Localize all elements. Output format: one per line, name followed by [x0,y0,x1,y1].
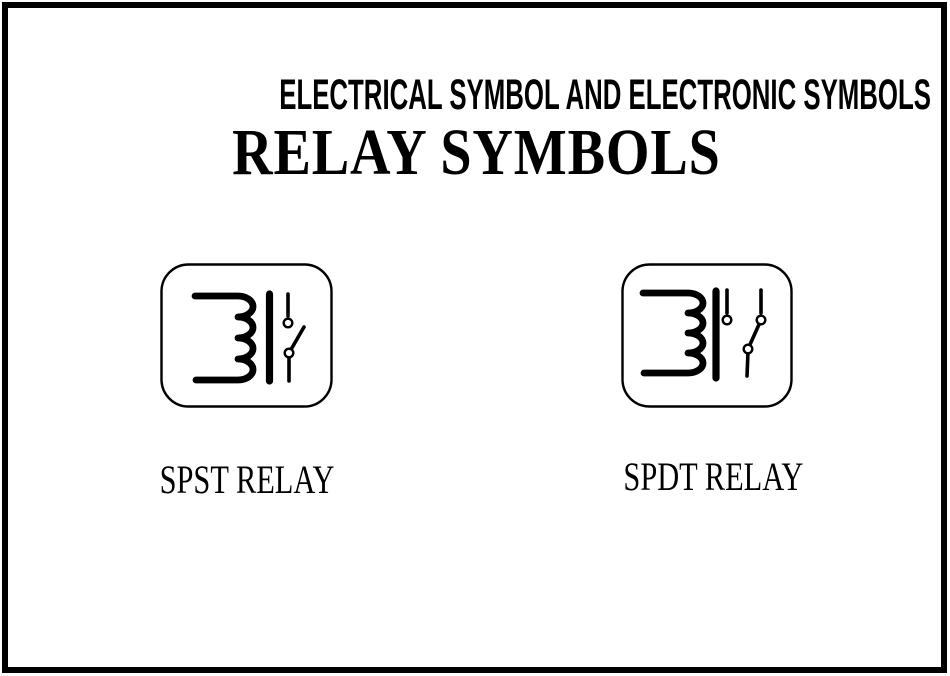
spst-fixed-contact-terminal [282,317,294,329]
page-title-text: RELAY SYMBOLS [232,116,721,189]
spdt-common-terminal [742,343,754,355]
spdt-nc-contact-terminal [721,314,733,326]
spdt-common-lead [745,350,750,378]
spst-common-terminal [283,347,295,359]
page-subtitle-text: ELECTRICAL SYMBOL AND ELECTRONIC SYMBOLS [279,71,931,119]
spdt-rounded-border [621,263,793,408]
spdt-label: SPDT RELAY [583,457,843,497]
spst-label: SPST RELAY [117,460,377,500]
spdt-relay-schematic-icon [621,263,793,408]
spdt-label-text: SPDT RELAY [623,454,803,499]
spst-relay-schematic-icon [160,263,333,408]
spdt-coil [639,289,707,377]
spst-coil [191,292,257,384]
spst-label-text: SPST RELAY [159,457,335,502]
page-title: RELAY SYMBOLS [12,120,941,186]
spdt-symbol-box [621,263,793,408]
spst-symbol-box [160,263,333,408]
spdt-no-contact-terminal [755,314,767,326]
page-subtitle: ELECTRICAL SYMBOL AND ELECTRONIC SYMBOLS [62,74,941,117]
